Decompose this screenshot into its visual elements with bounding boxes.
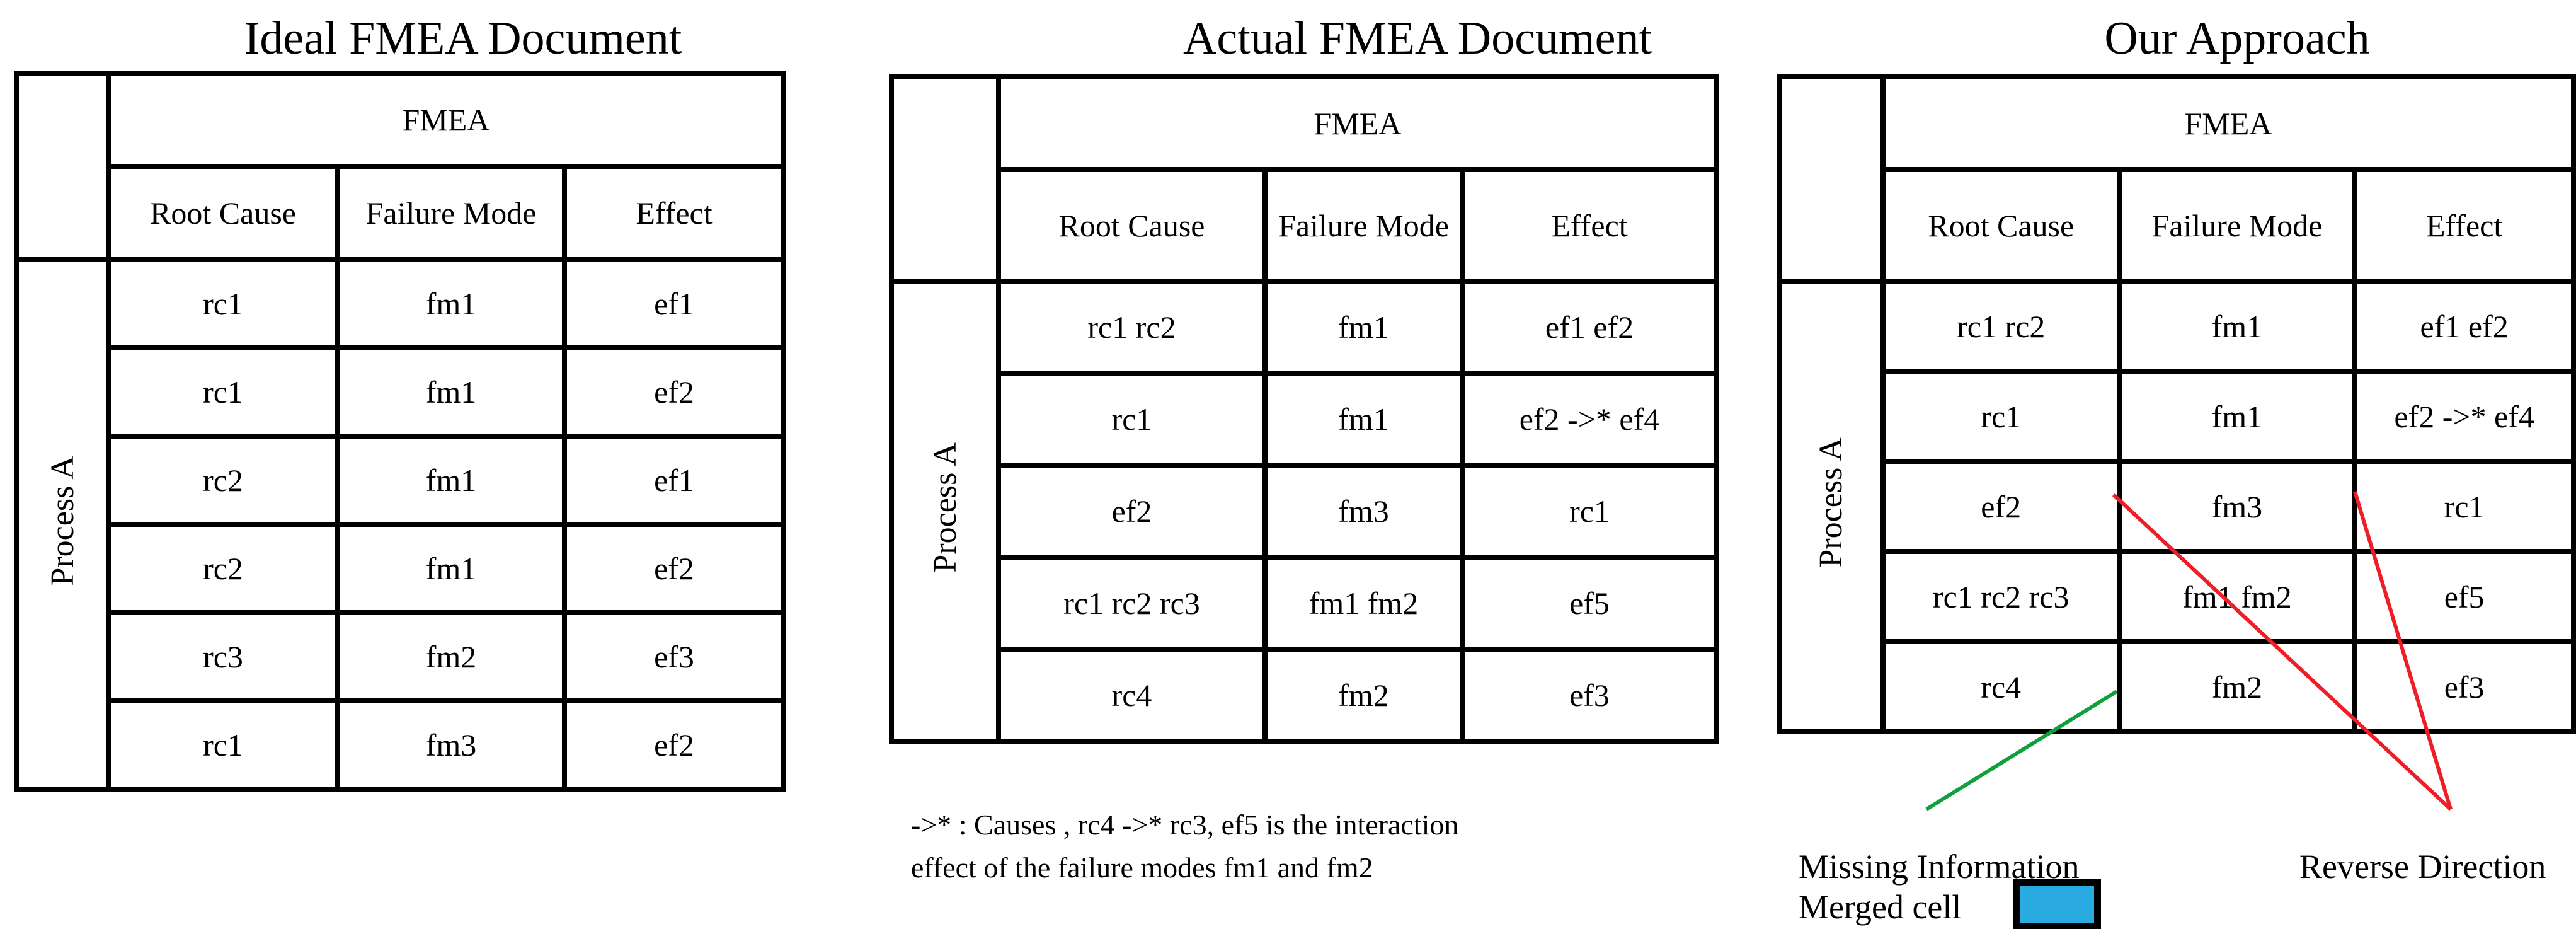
missing-information-label: Missing Information <box>1799 848 2080 886</box>
table-cell: fm1 <box>335 434 567 527</box>
column-header-effect: Effect <box>1460 167 1719 284</box>
fmea-header: FMEA <box>106 71 786 169</box>
table-cell-merged: fm1 fm2 <box>2116 549 2358 644</box>
column-header-failure-mode: Failure Mode <box>335 164 567 262</box>
table-cell: ef1 ef2 <box>1460 279 1719 376</box>
header-spacer <box>14 71 111 262</box>
table-cell: ef5 <box>1460 555 1719 652</box>
table-cell-merged: ef1 ef2 <box>2352 279 2576 374</box>
table-cell: ef1 <box>562 257 786 350</box>
row-group-process-a: Process A <box>14 257 111 792</box>
column-header-root-cause: Root Cause <box>1880 167 2122 284</box>
table-cell: rc4 <box>996 647 1268 744</box>
header-spacer <box>889 74 1001 284</box>
fmea-header: FMEA <box>996 74 1719 172</box>
table-cell: ef2 ->* ef4 <box>1460 371 1719 468</box>
table-cell: rc1 <box>1880 369 2122 464</box>
table-cell: ef2 <box>562 698 786 792</box>
table-cell: ef2 <box>996 463 1268 560</box>
table-cell: fm3 <box>2116 459 2358 554</box>
row-group-process-a: Process A <box>889 279 1001 744</box>
table-cell: ef3 <box>2352 639 2576 734</box>
note-line-2: effect of the failure modes fm1 and fm2 <box>911 851 1373 884</box>
table-cell: ef2 <box>1880 459 2122 554</box>
table-cell-merged: rc1 rc2 rc3 <box>1880 549 2122 644</box>
our-approach-table: FMEA Root Cause Failure Mode Effect Proc… <box>1777 74 2576 734</box>
note-line-1: ->* : Causes , rc4 ->* rc3, ef5 is the i… <box>911 809 1459 841</box>
table-cell: fm2 <box>335 610 567 703</box>
table-cell: fm1 <box>335 345 567 439</box>
header-spacer <box>1777 74 1886 284</box>
table-cell: rc1 <box>996 371 1268 468</box>
column-header-root-cause: Root Cause <box>106 164 340 262</box>
table-cell: rc3 <box>106 610 340 703</box>
table-cell: fm1 fm2 <box>1262 555 1465 652</box>
table-cell: rc1 <box>2352 459 2576 554</box>
table-cell: fm3 <box>335 698 567 792</box>
fmea-header: FMEA <box>1880 74 2576 172</box>
table-cell: fm3 <box>1262 463 1465 560</box>
table-cell: ef3 <box>1460 647 1719 744</box>
table-cell: fm2 <box>2116 639 2358 734</box>
table-cell: ef2 <box>562 345 786 439</box>
table-cell: ef1 <box>562 434 786 527</box>
table-cell: rc1 <box>106 257 340 350</box>
table-cell: rc1 <box>106 698 340 792</box>
table-cell: fm1 <box>2116 369 2358 464</box>
panel-title-actual: Actual FMEA Document <box>1182 13 1652 64</box>
table-cell: fm1 <box>1262 371 1465 468</box>
table-cell: ef3 <box>562 610 786 703</box>
row-group-process-a: Process A <box>1777 279 1886 734</box>
table-cell: fm2 <box>1262 647 1465 744</box>
table-cell: fm1 <box>2116 279 2358 374</box>
table-cell: rc1 <box>106 345 340 439</box>
table-cell-merged: rc1 rc2 <box>1880 279 2122 374</box>
table-cell: rc2 <box>106 434 340 527</box>
merged-cell-swatch <box>2013 879 2101 929</box>
merged-cell-label: Merged cell <box>1799 888 1962 926</box>
ideal-fmea-table: FMEA Root Cause Failure Mode Effect Proc… <box>14 71 786 792</box>
table-cell: fm1 <box>335 257 567 350</box>
panel-title-ideal: Ideal FMEA Document <box>244 13 682 64</box>
column-header-failure-mode: Failure Mode <box>1262 167 1465 284</box>
column-header-failure-mode: Failure Mode <box>2116 167 2358 284</box>
table-cell-merged: ef2 ->* ef4 <box>2352 369 2576 464</box>
table-cell: rc4 <box>1880 639 2122 734</box>
table-cell: ef5 <box>2352 549 2576 644</box>
column-header-effect: Effect <box>562 164 786 262</box>
reverse-direction-label: Reverse Direction <box>2299 848 2546 886</box>
table-cell: fm1 <box>335 522 567 615</box>
table-cell: fm1 <box>1262 279 1465 376</box>
table-cell: ef2 <box>562 522 786 615</box>
table-cell: rc1 rc2 rc3 <box>996 555 1268 652</box>
column-header-effect: Effect <box>2352 167 2576 284</box>
column-header-root-cause: Root Cause <box>996 167 1268 284</box>
actual-fmea-table: FMEA Root Cause Failure Mode Effect Proc… <box>889 74 1719 744</box>
table-cell: rc1 <box>1460 463 1719 560</box>
panel-title-our-approach: Our Approach <box>2104 13 2370 64</box>
table-cell: rc2 <box>106 522 340 615</box>
table-cell: rc1 rc2 <box>996 279 1268 376</box>
